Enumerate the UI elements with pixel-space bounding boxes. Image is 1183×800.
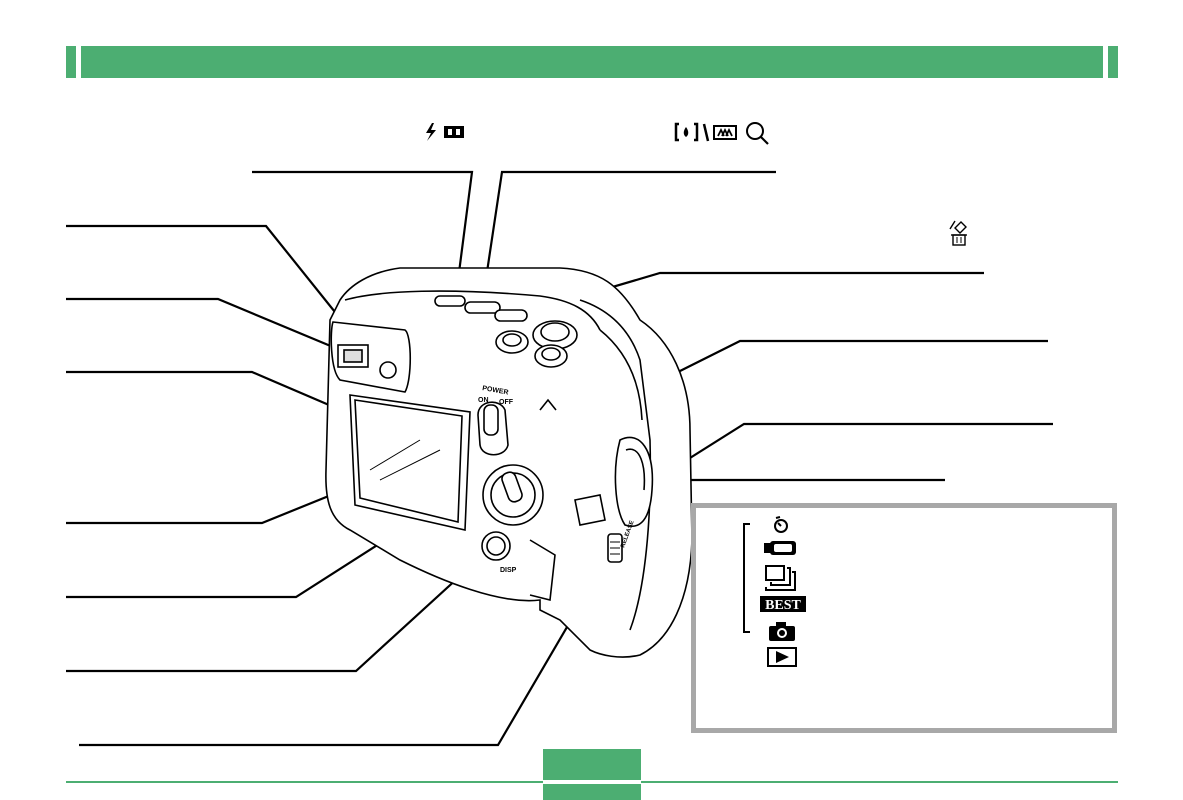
disp-label: DISP — [500, 567, 517, 574]
mode-callout-box — [691, 503, 1117, 733]
flash-mode-icon — [444, 126, 464, 138]
zoom-magnifier-icon — [746, 122, 769, 145]
flash-icon — [426, 123, 436, 141]
leader-zoom-button — [482, 170, 776, 293]
camera-body — [325, 267, 693, 658]
macro-focus-icon — [674, 122, 699, 142]
leader-flash-button — [252, 170, 474, 289]
page-tab-gap — [543, 780, 641, 784]
header-bar — [66, 46, 1118, 78]
off-label: OFF — [499, 399, 514, 406]
on-label: ON — [478, 397, 489, 404]
landscape-focus-icon — [713, 125, 737, 140]
slash-separator — [702, 123, 710, 142]
leader-battery-cover — [661, 339, 1048, 381]
leader-viewfinder — [66, 297, 346, 354]
header-notch-right — [1103, 46, 1108, 78]
page-number-tab — [543, 749, 641, 800]
header-notch-left — [76, 46, 81, 78]
leader-disp-button — [66, 544, 495, 673]
delete-trash-icon — [949, 220, 967, 246]
leader-card-cover — [635, 422, 1053, 493]
power-label: POWER — [482, 385, 509, 396]
